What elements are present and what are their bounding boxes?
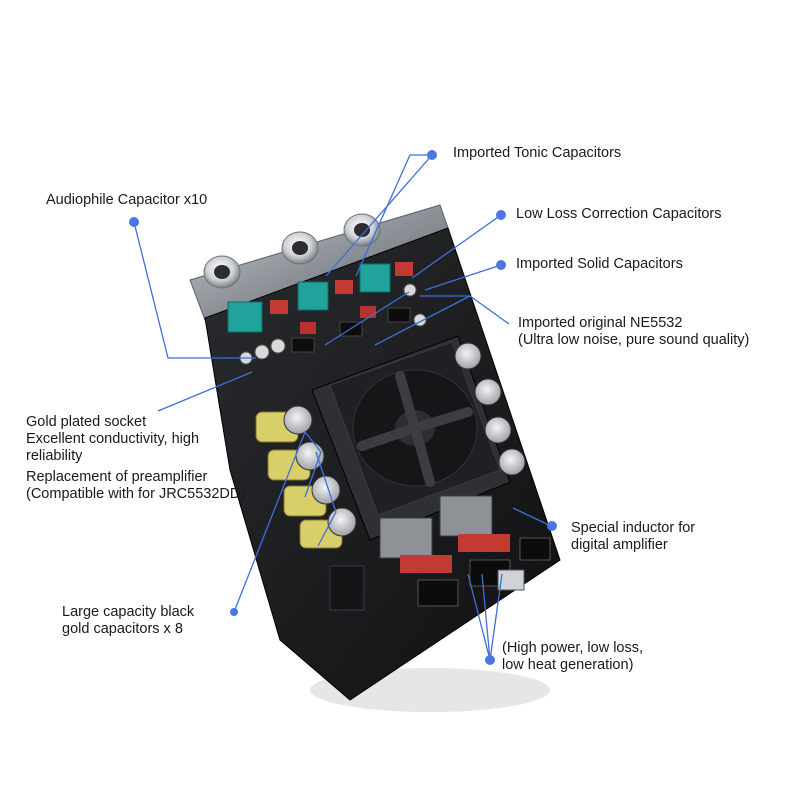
right-capacitors [454,342,526,476]
label-line: Low Loss Correction Capacitors [516,206,722,222]
cooling-fan [329,341,501,516]
label-line: Imported Tonic Capacitors [453,145,622,161]
teal-capacitor [297,281,329,311]
label-line: (High power, low loss, [502,640,644,656]
knob-middle [281,231,319,265]
red-capacitor [270,300,288,314]
label-line: Gold plated socket [26,414,147,430]
red-capacitor [335,280,353,294]
dot-high-power [485,655,495,665]
black-gold-capacitors [255,405,357,549]
label-low-loss-capacitors: Low Loss Correction Capacitors [516,206,722,223]
label-line: gold capacitors x 8 [62,621,183,637]
leader-dots [129,150,557,665]
label-line: Large capacity black [62,604,195,620]
label-line: (Compatible with for JRC5532DD) [26,486,246,502]
terminal-connectors [417,537,551,607]
label-line: Special inductor for [571,520,696,536]
dot-low-loss [496,210,506,220]
red-capacitor [300,322,316,334]
teal-capacitor [227,301,263,333]
label-line: Excellent conductivity, high [26,431,200,447]
label-line: digital amplifier [571,537,668,553]
ne5532-chip [387,307,411,323]
bluetooth-module [329,565,365,611]
label-line: (Ultra low noise, pure sound quality) [518,332,750,348]
label-line: Imported original NE5532 [518,315,683,331]
label-tonic-capacitors: Imported Tonic Capacitors [453,145,621,162]
label-ne5532: Imported original NE5532(Ultra low noise… [518,315,749,349]
knob-left [203,255,241,289]
ne5532-chip [291,337,315,353]
label-solid-capacitors: Imported Solid Capacitors [516,256,683,273]
leader-lines [133,154,552,661]
dot-solid [496,260,506,270]
red-capacitor [395,262,413,276]
label-audiophile-capacitor: Audiophile Capacitor x10 [46,192,207,209]
label-line: Imported Solid Capacitors [516,256,683,272]
knob-right [343,213,381,247]
label-line: Replacement of preamplifier [26,469,208,485]
label-line: Audiophile Capacitor x10 [46,192,208,208]
inductors [379,495,510,573]
dot-tonic [427,150,437,160]
red-capacitor [360,306,376,318]
teal-capacitor [359,263,391,293]
label-preamplifier: Replacement of preamplifier(Compatible w… [26,469,245,503]
dot-inductor [547,521,557,531]
dot-black-gold [230,608,238,616]
label-line: reliability [26,448,83,464]
label-high-power: (High power, low loss,low heat generatio… [502,640,643,674]
label-line: low heat generation) [502,657,634,673]
dot-audiophile [129,217,139,227]
label-special-inductor: Special inductor for digital amplifier [571,520,695,554]
